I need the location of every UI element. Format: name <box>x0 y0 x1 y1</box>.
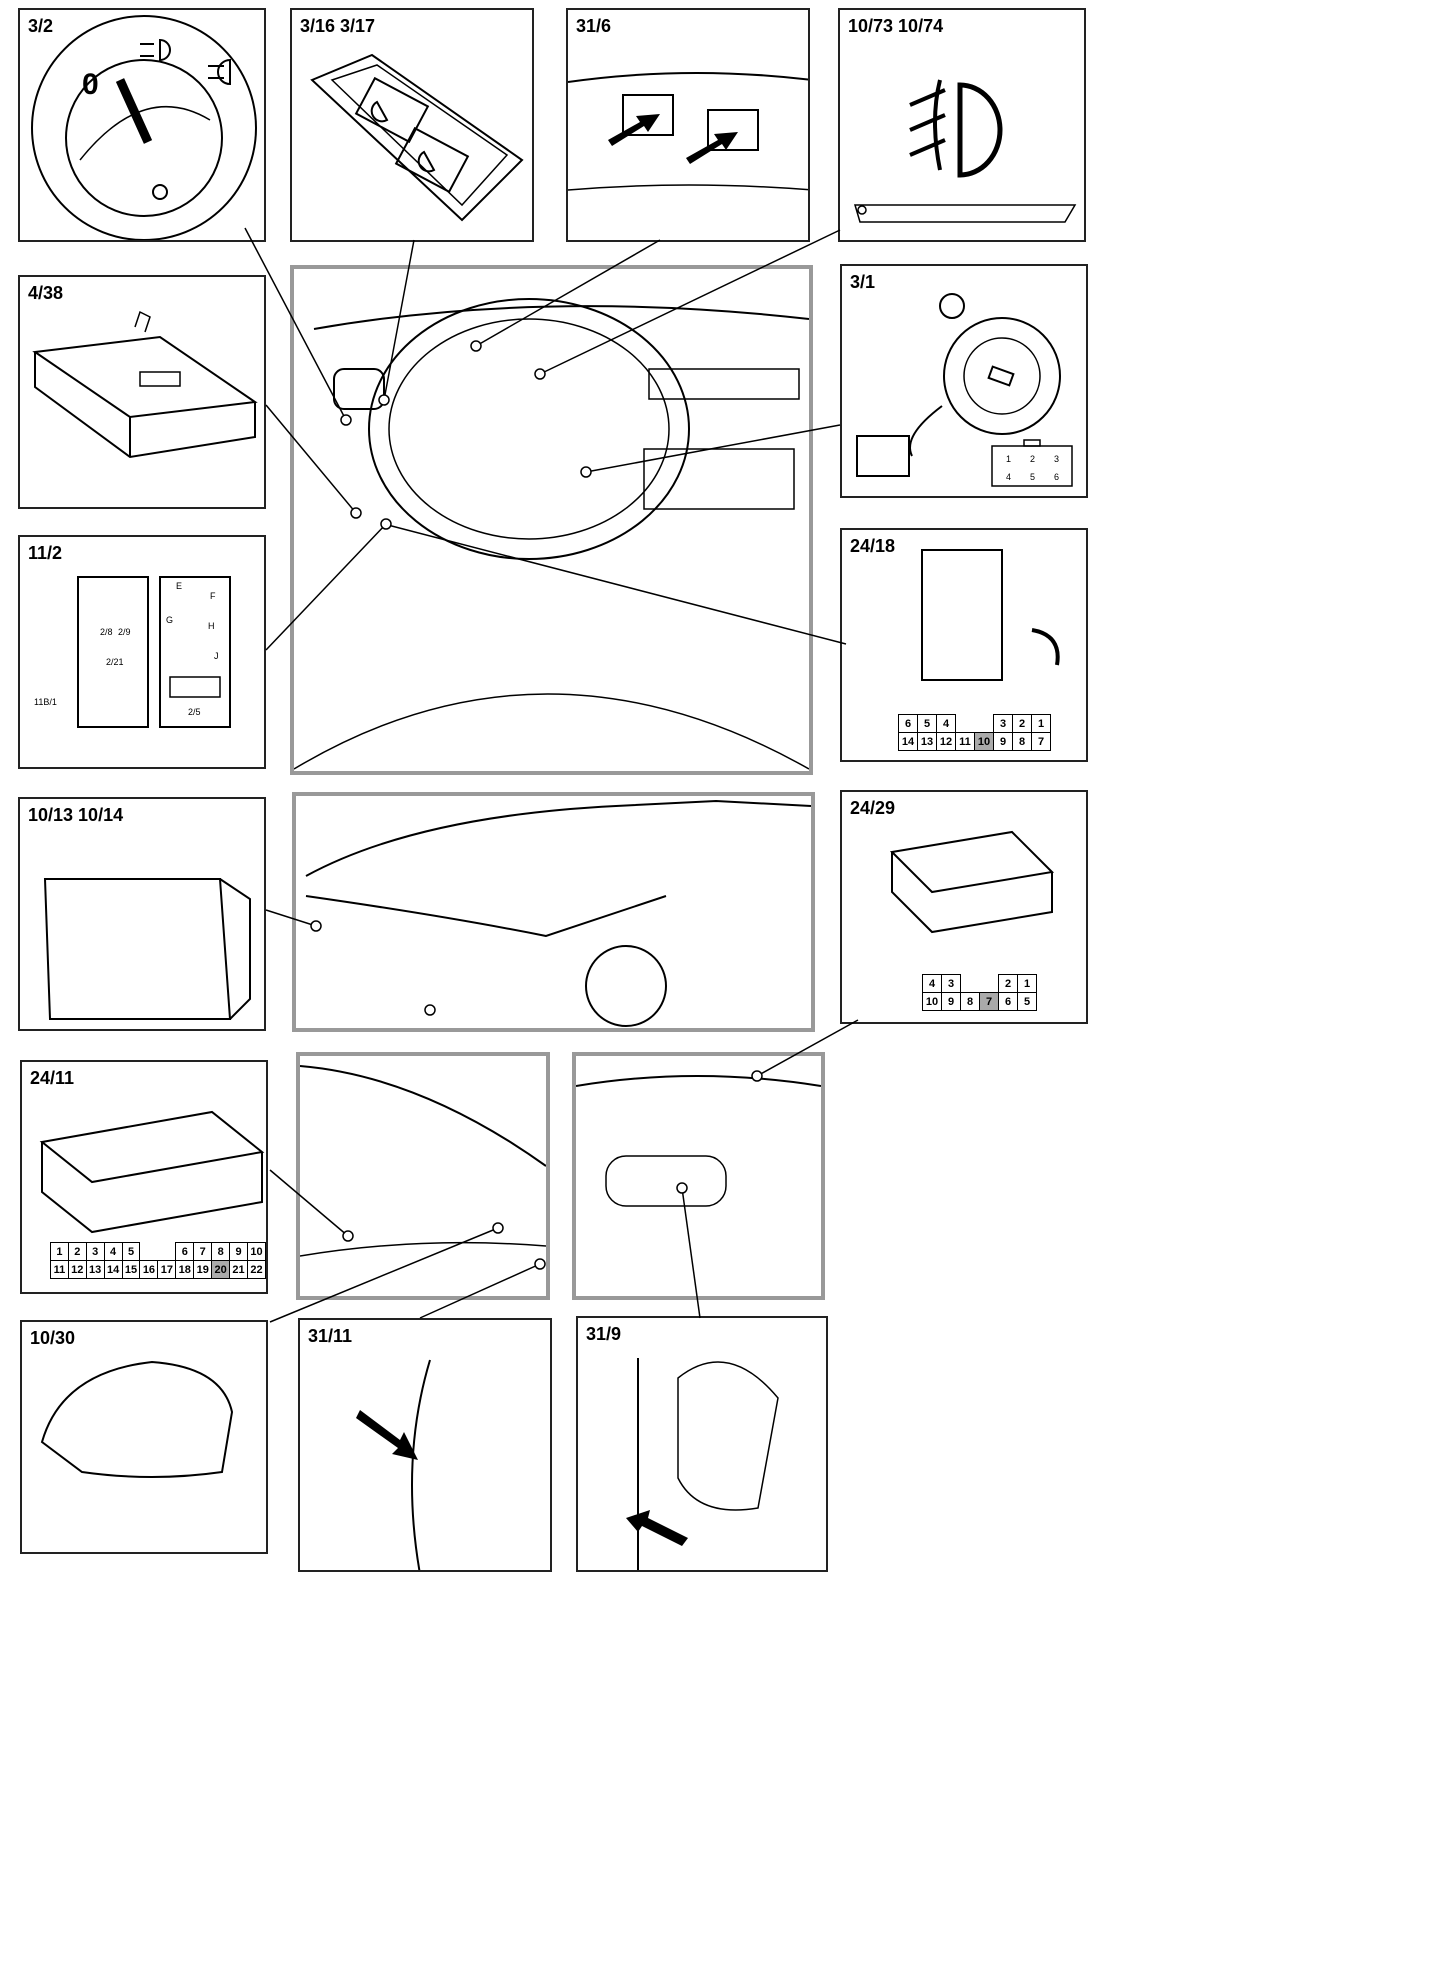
knob-zero-label: 0 <box>82 68 99 101</box>
fuse-E: E <box>176 581 182 591</box>
panel-label: 24/18 <box>850 536 896 556</box>
headlamp-illustration <box>43 878 251 1020</box>
panel-10-30-rear-lamp: 10/30 <box>20 1320 268 1554</box>
panel-10-73-fog-light-indicator: 10/73 10/74 <box>838 8 1086 242</box>
panel-3-2-light-switch: 3/2 0 <box>18 8 266 242</box>
panel-3-16-fog-switches: 3/16 3/17 <box>290 8 534 242</box>
panel-10-13-headlamp: 10/13 10/14 <box>18 797 266 1031</box>
connector-24-29-illustration <box>889 830 1055 934</box>
pin-4: 4 <box>1006 472 1011 482</box>
panel-31-9-ground: 31/9 <box>576 1316 828 1572</box>
panel-label: 31/11 <box>308 1326 353 1346</box>
panel-31-11-ground: 31/11 <box>298 1318 552 1572</box>
fuse-2-5: 2/5 <box>188 707 201 717</box>
fuse-2-8: 2/8 <box>100 627 113 637</box>
panel-label: 10/30 <box>30 1328 76 1348</box>
rear-lamp-illustration <box>40 1360 234 1478</box>
ground-31-9-illustration <box>626 1358 779 1570</box>
rear-side-overview <box>296 1052 550 1300</box>
ignition-illustration: 1 2 3 4 5 6 <box>856 293 1073 487</box>
dashboard-illustration <box>294 298 809 770</box>
rear-side-illustration <box>300 1065 546 1257</box>
pin-3: 3 <box>1054 454 1059 464</box>
pin-5: 5 <box>1030 472 1035 482</box>
panel-label: 24/29 <box>850 798 896 818</box>
fuse-F: F <box>210 591 216 601</box>
car-exterior-overview <box>292 792 815 1032</box>
pin-1: 1 <box>1006 454 1011 464</box>
fuse-G: G <box>166 615 173 625</box>
panel-label: 11/2 <box>28 543 63 563</box>
panel-label: 10/73 10/74 <box>848 16 944 36</box>
panel-3-1-ignition-switch: 3/1 1 2 3 4 5 6 <box>840 264 1088 498</box>
panel-label: 24/11 <box>30 1068 75 1088</box>
panel-31-6-ground: 31/6 <box>566 8 810 242</box>
fuse-2-9: 2/9 <box>118 627 131 637</box>
panel-label: 31/9 <box>586 1324 622 1344</box>
module-illustration <box>32 310 258 459</box>
fuse-J: J <box>214 651 219 661</box>
connector-24-18-illustration <box>921 549 1060 681</box>
panel-label: 3/1 <box>850 272 876 292</box>
panel-label: 4/38 <box>28 283 64 303</box>
car-front-illustration <box>305 799 811 1027</box>
pin-2: 2 <box>1030 454 1035 464</box>
fog-indicator-illustration <box>853 79 1077 223</box>
panel-label: 31/6 <box>576 16 612 36</box>
ground-point-illustration <box>568 72 808 191</box>
pin-6: 6 <box>1054 472 1059 482</box>
panel-label: 10/13 10/14 <box>28 805 124 825</box>
panel-label: 3/2 <box>28 16 54 36</box>
fuse-11B-1: 11B/1 <box>34 697 57 707</box>
fuse-box-illustration: 2/8 2/9 2/21 E F G H J 2/5 11B/1 <box>34 576 231 728</box>
light-switch-illustration: 0 <box>31 15 257 240</box>
panel-11-2-fuse-box: 11/2 2/8 2/9 2/21 E F G H J 2/5 11B/1 <box>18 535 266 769</box>
fuse-H: H <box>208 621 215 631</box>
fog-switch-illustration <box>310 53 524 222</box>
fuse-2-21: 2/21 <box>106 657 124 667</box>
ground-31-11-illustration <box>356 1359 431 1570</box>
panel-4-38-module: 4/38 <box>18 275 266 509</box>
rear-overview <box>572 1052 825 1300</box>
connector-24-11-illustration <box>39 1110 265 1234</box>
interior-overview <box>290 265 813 775</box>
rear-illustration <box>576 1075 821 1207</box>
panel-label: 3/16 3/17 <box>300 16 376 36</box>
